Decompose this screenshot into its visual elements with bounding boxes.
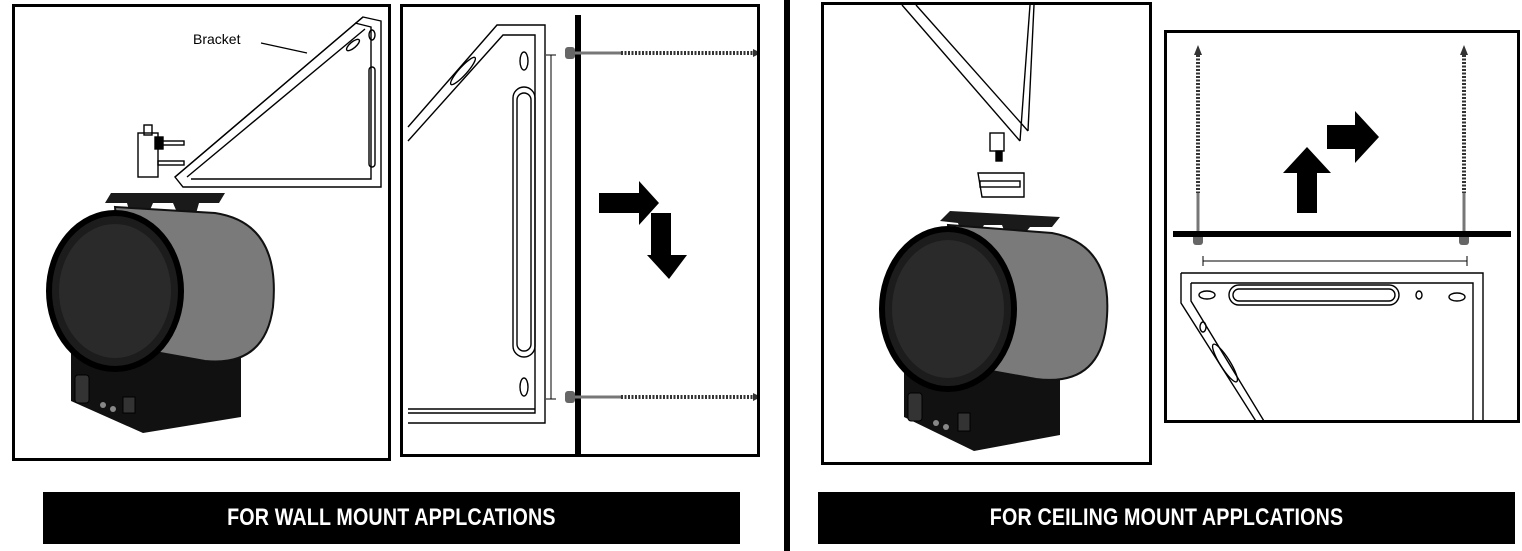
ceiling-bracket-icon <box>901 5 1035 198</box>
bracket-label: Bracket <box>193 31 241 47</box>
section-divider <box>784 0 790 551</box>
wall-screw-detail-panel <box>400 4 760 457</box>
bracket-top-icon <box>1180 272 1484 420</box>
arrow-up-then-right-icon <box>1283 111 1379 213</box>
ceiling-heater-illustration <box>879 5 1109 451</box>
wall-heater-illustration <box>46 16 382 433</box>
screw-icon <box>565 47 757 59</box>
ceiling-mount-banner: FOR CEILING MOUNT APPLCATIONS <box>818 492 1515 544</box>
arrow-right-then-down-icon <box>599 181 687 279</box>
bracket-side-icon <box>407 24 546 424</box>
wall-heater-panel: Bracket <box>12 4 391 461</box>
screw-icon <box>1459 45 1469 245</box>
ceiling-heater-panel <box>821 2 1152 465</box>
wall-mount-banner: FOR WALL MOUNT APPLCATIONS <box>43 492 740 544</box>
heater-icon <box>879 211 1109 451</box>
ceiling-screw-detail-panel <box>1164 30 1520 423</box>
screw-icon <box>565 391 757 403</box>
ceiling-mount-banner-text: FOR CEILING MOUNT APPLCATIONS <box>989 504 1344 531</box>
wall-screw-illustration <box>407 15 757 454</box>
screw-icon <box>1193 45 1203 245</box>
ceiling-line <box>1173 231 1511 237</box>
wall-bracket-icon <box>137 16 382 188</box>
heater-icon <box>46 193 275 433</box>
wall-mount-banner-text: FOR WALL MOUNT APPLCATIONS <box>227 504 556 531</box>
ceiling-screw-illustration <box>1173 45 1511 420</box>
